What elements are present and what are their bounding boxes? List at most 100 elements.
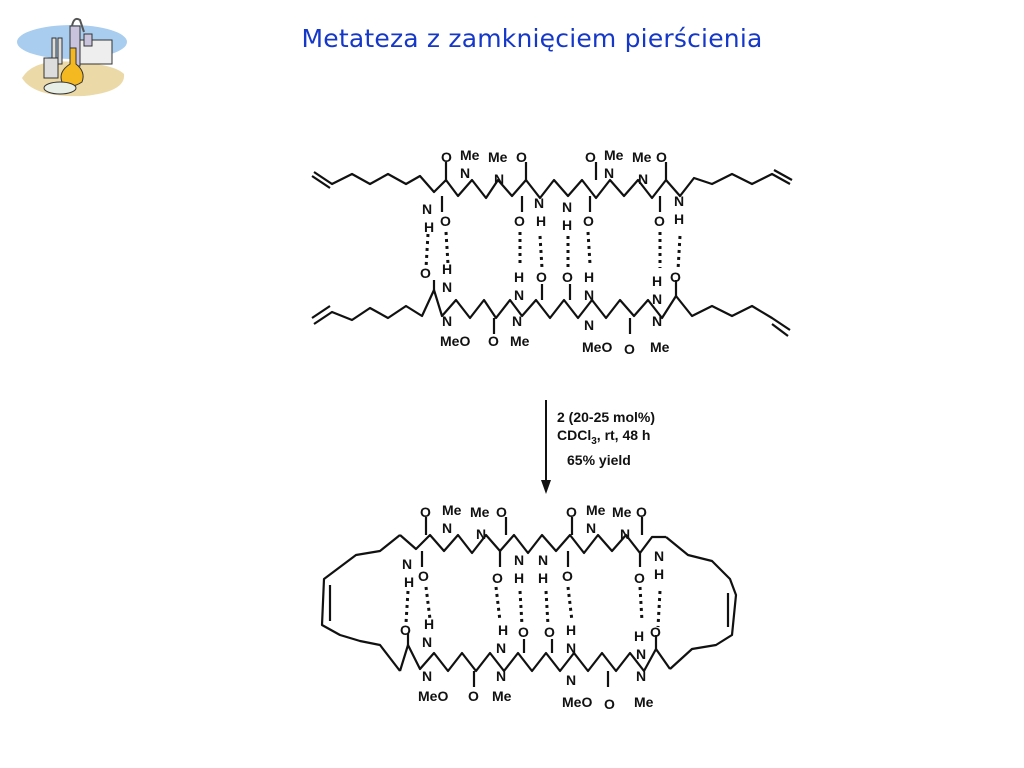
svg-text:O: O <box>654 213 665 229</box>
svg-text:O: O <box>656 149 667 165</box>
svg-text:O: O <box>420 504 431 520</box>
svg-text:H: H <box>634 628 644 644</box>
solvent-subscript: 3 <box>591 435 597 447</box>
svg-text:N: N <box>460 165 470 181</box>
reaction-conditions: 2 (20-25 mol%) CDCl3, rt, 48 h 65% yield <box>557 408 655 469</box>
svg-text:N: N <box>402 556 412 572</box>
svg-text:N: N <box>476 526 486 542</box>
svg-text:Me: Me <box>488 149 508 165</box>
slide-title: Metateza z zamknięciem pierścienia <box>301 24 763 53</box>
svg-text:MeO: MeO <box>562 694 592 710</box>
svg-text:O: O <box>418 568 429 584</box>
svg-text:N: N <box>652 291 662 307</box>
svg-text:N: N <box>442 313 452 329</box>
svg-text:Me: Me <box>650 339 670 355</box>
svg-text:O: O <box>634 570 645 586</box>
svg-text:Me: Me <box>632 149 652 165</box>
svg-text:O: O <box>516 149 527 165</box>
temperature-time: , rt, 48 h <box>596 427 651 443</box>
svg-text:N: N <box>512 313 522 329</box>
svg-text:MeO: MeO <box>582 339 612 355</box>
svg-text:O: O <box>544 624 555 640</box>
svg-text:O: O <box>562 269 573 285</box>
svg-text:O: O <box>566 504 577 520</box>
svg-text:O: O <box>514 213 525 229</box>
svg-text:N: N <box>654 548 664 564</box>
svg-text:H: H <box>562 217 572 233</box>
svg-text:O: O <box>562 568 573 584</box>
solvent-label: CDCl <box>557 427 592 443</box>
svg-text:N: N <box>422 201 432 217</box>
svg-text:Me: Me <box>470 504 490 520</box>
svg-text:O: O <box>400 622 411 638</box>
svg-text:N: N <box>514 287 524 303</box>
svg-text:O: O <box>604 696 615 712</box>
svg-text:N: N <box>442 279 452 295</box>
product-structure: O Me Me O N N O Me Me O N N NH O O NH NH… <box>320 502 738 712</box>
svg-text:N: N <box>538 552 548 568</box>
svg-text:O: O <box>670 269 681 285</box>
svg-text:O: O <box>636 504 647 520</box>
svg-text:H: H <box>654 566 664 582</box>
svg-text:O: O <box>624 341 635 357</box>
svg-text:H: H <box>404 574 414 590</box>
svg-text:N: N <box>652 313 662 329</box>
svg-text:N: N <box>586 520 596 536</box>
svg-text:N: N <box>514 552 524 568</box>
svg-text:O: O <box>420 265 431 281</box>
starting-material-structure: O Me Me O N N O Me Me O N N NH O O NH NH… <box>311 147 793 357</box>
svg-text:N: N <box>636 646 646 662</box>
yield-label: 65% yield <box>567 451 631 468</box>
svg-text:O: O <box>488 333 499 349</box>
svg-text:H: H <box>514 269 524 285</box>
svg-text:Me: Me <box>460 147 480 163</box>
svg-text:N: N <box>534 195 544 211</box>
svg-text:O: O <box>536 269 547 285</box>
svg-text:H: H <box>424 616 434 632</box>
svg-text:MeO: MeO <box>440 333 470 349</box>
catalyst-loading: 2 (20-25 mol%) <box>557 409 656 425</box>
solvent-conditions: CDCl3, rt, 48 h <box>557 426 655 451</box>
svg-text:N: N <box>566 640 576 656</box>
down-arrow-icon <box>541 400 551 494</box>
svg-text:H: H <box>442 261 452 277</box>
svg-text:N: N <box>584 287 594 303</box>
svg-text:O: O <box>496 504 507 520</box>
svg-text:N: N <box>638 171 648 187</box>
svg-text:O: O <box>468 688 479 704</box>
svg-text:H: H <box>514 570 524 586</box>
svg-text:O: O <box>650 624 661 640</box>
svg-text:Me: Me <box>604 147 624 163</box>
svg-text:N: N <box>636 668 646 684</box>
svg-text:N: N <box>674 193 684 209</box>
reaction-scheme: O Me Me O N N O Me Me O N N NH O O NH NH… <box>311 147 793 712</box>
svg-text:H: H <box>498 622 508 638</box>
svg-text:Me: Me <box>586 502 606 518</box>
svg-text:N: N <box>566 672 576 688</box>
svg-text:N: N <box>496 668 506 684</box>
svg-text:H: H <box>652 273 662 289</box>
svg-text:H: H <box>538 570 548 586</box>
svg-text:O: O <box>492 570 503 586</box>
svg-text:N: N <box>442 520 452 536</box>
svg-text:N: N <box>620 526 630 542</box>
svg-text:H: H <box>536 213 546 229</box>
svg-text:MeO: MeO <box>418 688 448 704</box>
svg-text:N: N <box>422 634 432 650</box>
svg-text:N: N <box>496 640 506 656</box>
svg-text:Me: Me <box>634 694 654 710</box>
svg-text:N: N <box>604 165 614 181</box>
svg-text:N: N <box>422 668 432 684</box>
svg-text:H: H <box>424 219 434 235</box>
svg-text:H: H <box>674 211 684 227</box>
svg-text:O: O <box>585 149 596 165</box>
svg-text:O: O <box>441 149 452 165</box>
chemistry-lab-clipart-icon <box>17 17 127 97</box>
svg-text:H: H <box>566 622 576 638</box>
svg-text:O: O <box>518 624 529 640</box>
svg-text:N: N <box>494 171 504 187</box>
svg-text:O: O <box>440 213 451 229</box>
svg-text:Me: Me <box>612 504 632 520</box>
svg-text:H: H <box>584 269 594 285</box>
svg-text:Me: Me <box>492 688 512 704</box>
